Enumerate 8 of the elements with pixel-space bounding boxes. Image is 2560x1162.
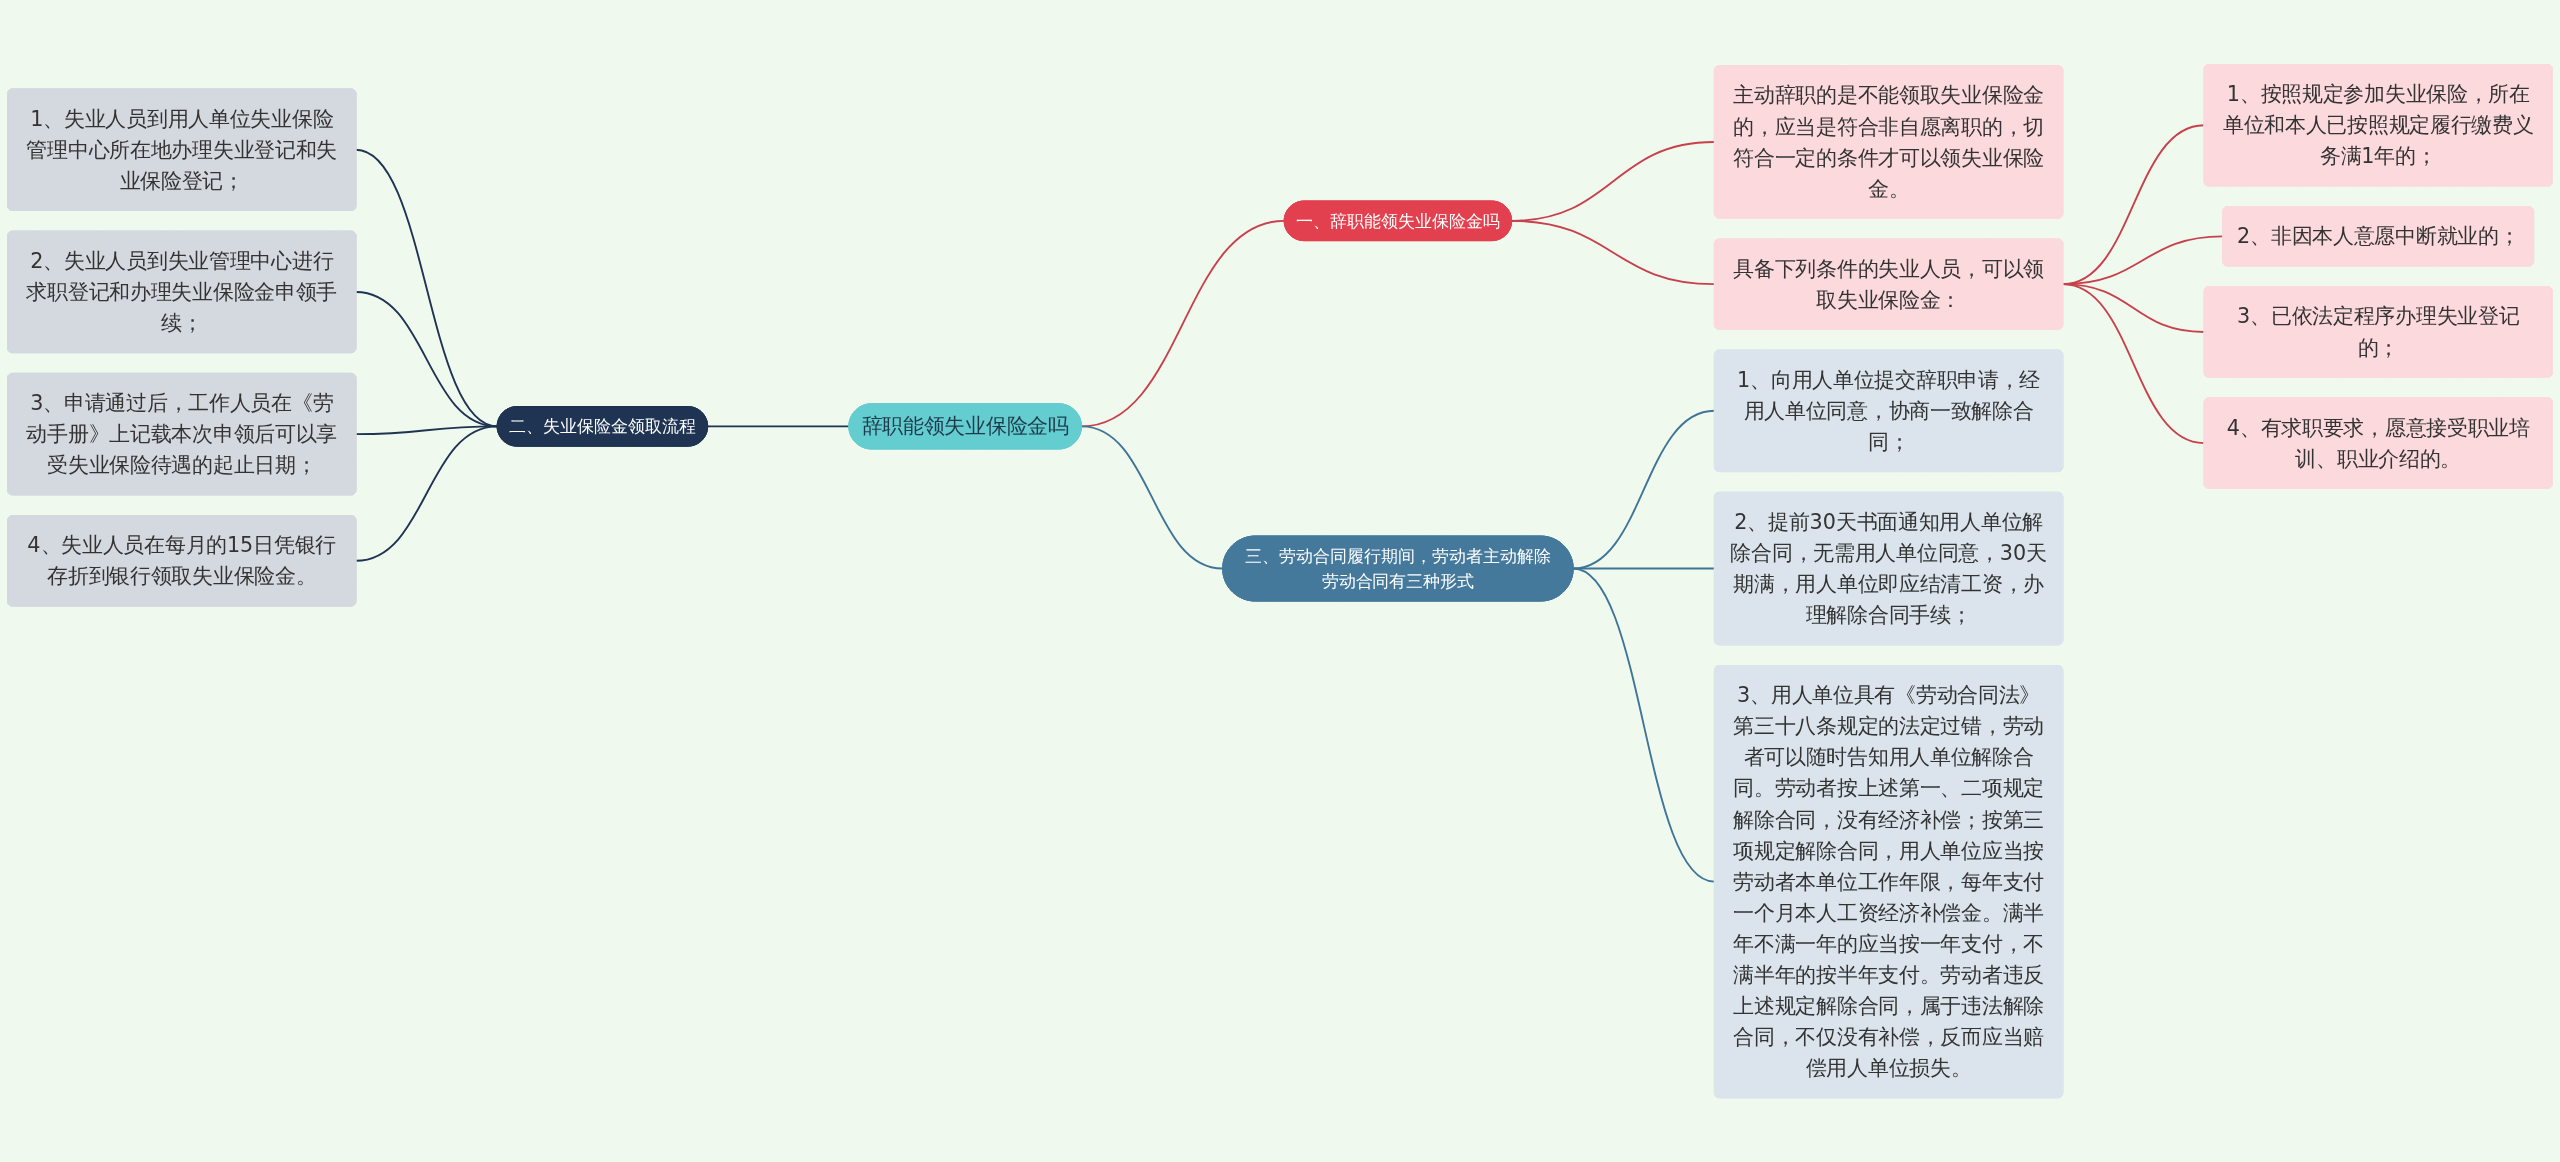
connector bbox=[2061, 283, 2205, 444]
connector bbox=[1572, 409, 1716, 570]
connector bbox=[706, 425, 850, 428]
connector bbox=[1572, 567, 1716, 883]
connector bbox=[1080, 219, 1286, 428]
connector bbox=[1510, 219, 1716, 285]
connector bbox=[1080, 425, 1224, 570]
connector bbox=[355, 425, 499, 562]
